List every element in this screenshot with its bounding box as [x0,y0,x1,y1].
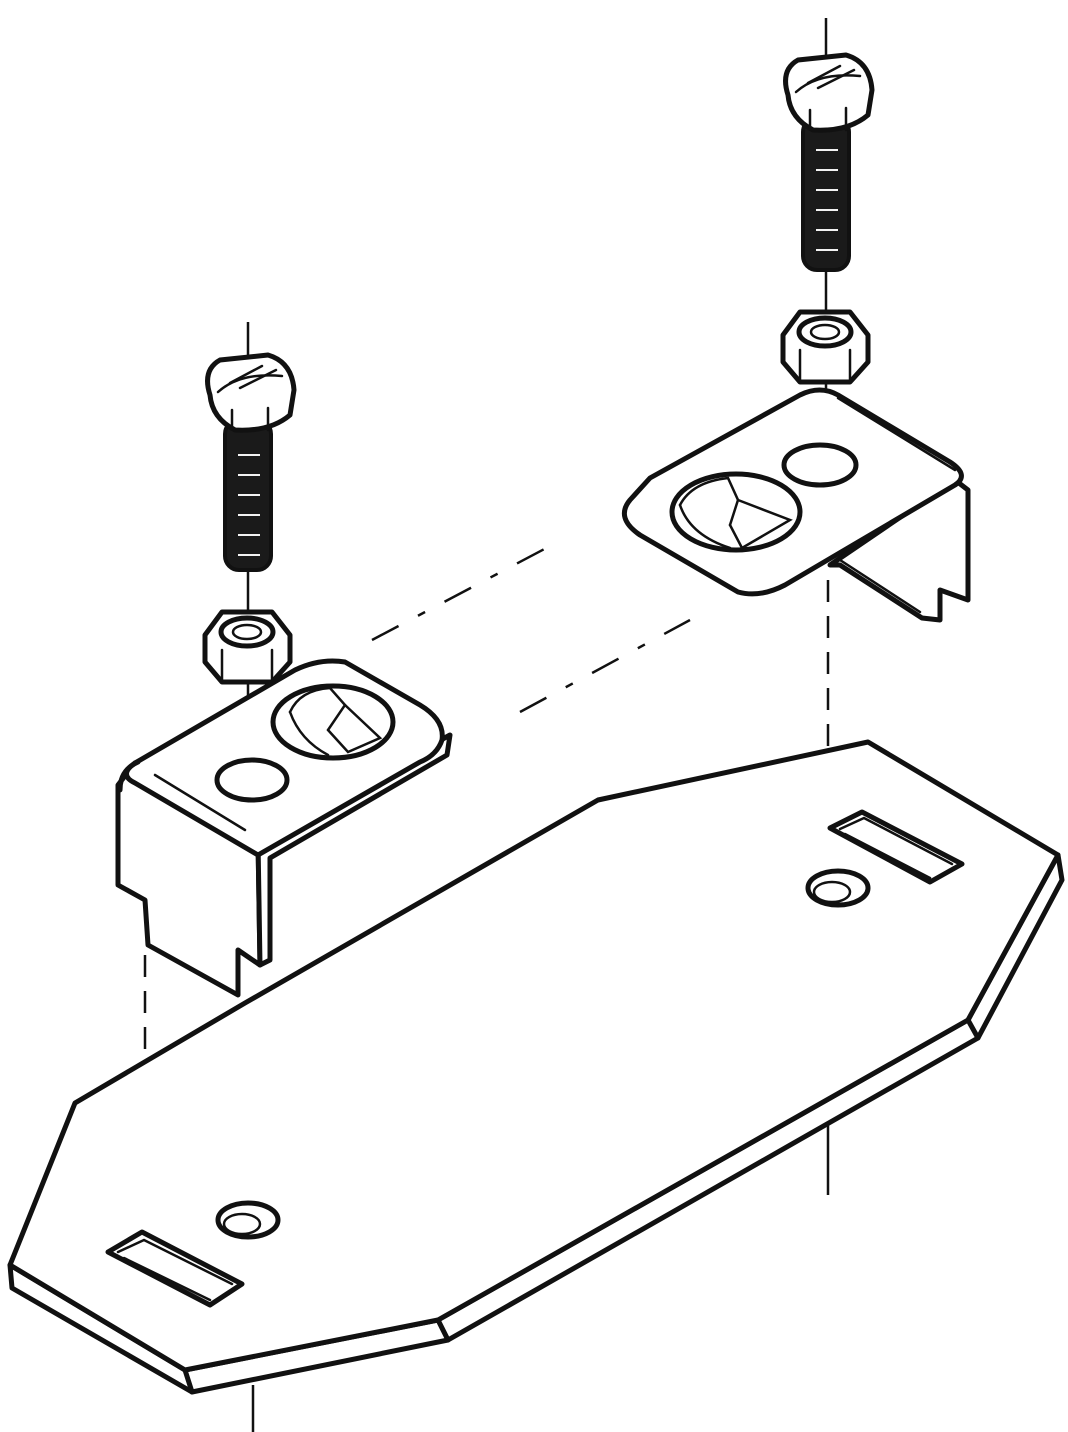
base-plate [7,739,1065,1395]
alignment-lines [371,543,691,714]
left-nut [202,609,293,685]
right-bracket [621,387,971,623]
right-nut [780,309,871,385]
left-bracket [115,658,453,998]
right-bolt [783,52,875,272]
left-bolt [205,352,297,572]
right-bolt-threads [816,149,838,251]
left-bolt-threads [238,454,260,556]
base-slot-left [105,1229,245,1308]
base-slot-right [827,809,965,885]
base-hole-right [805,868,871,908]
left-bracket-small-hole [214,757,290,803]
base-hole-left [215,1200,281,1240]
left-bracket-large-hole [270,683,396,761]
right-bracket-large-hole [669,471,803,553]
right-bracket-small-hole [781,442,859,488]
